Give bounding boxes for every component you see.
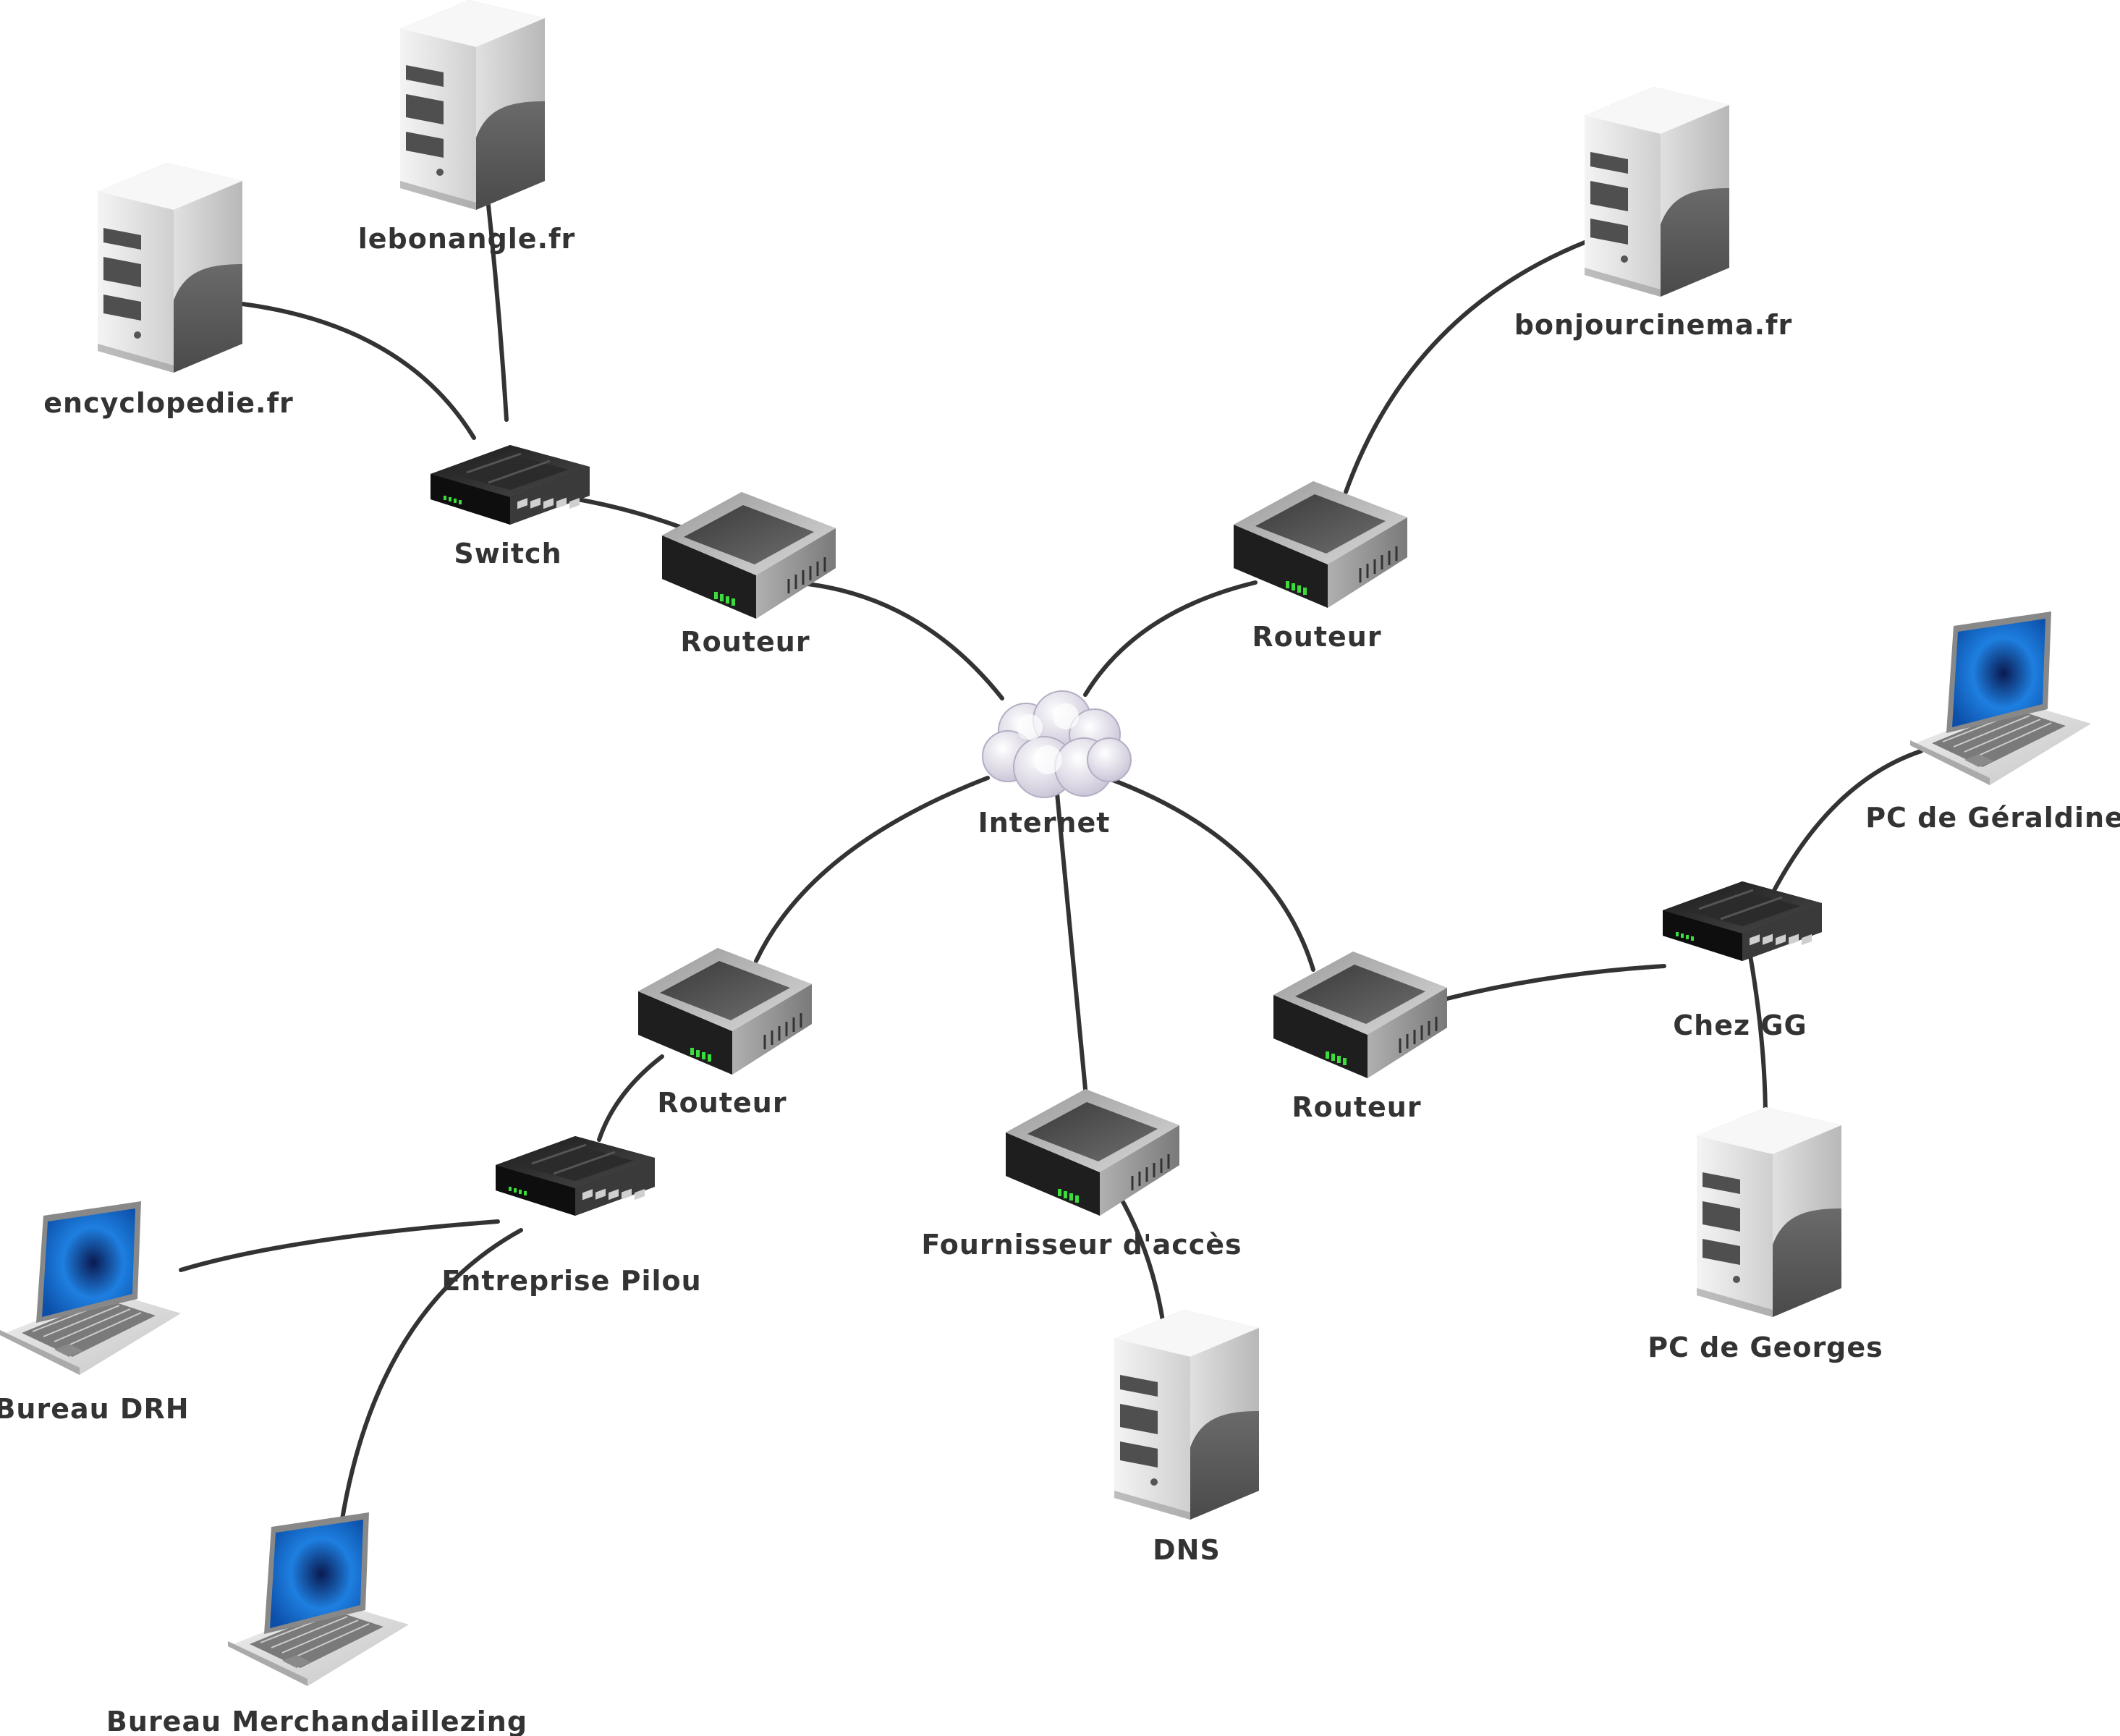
node-dns: DNS (1114, 1310, 1259, 1566)
link-internet-routeur_ne (1083, 580, 1258, 697)
node-bureaudrh: Bureau DRH (0, 1201, 190, 1425)
node-label-bureaudrh: Bureau DRH (0, 1393, 190, 1425)
node-label-merch: Bureau Merchandaillezing (106, 1706, 527, 1736)
node-routeur_sw: Routeur (637, 947, 813, 1119)
server-icon (1697, 1107, 1841, 1317)
laptop-icon (1909, 611, 2092, 786)
switch-icon (429, 444, 591, 526)
link-pilou-merch (339, 1228, 523, 1525)
link-internet-routeur_se (1105, 776, 1315, 972)
node-label-routeur_ne: Routeur (1252, 621, 1381, 653)
link-chezgg-pcgeraldine (1769, 749, 1923, 898)
node-label-encyclopedie: encyclopedie.fr (43, 387, 293, 419)
node-label-routeur_nw: Routeur (680, 626, 810, 658)
node-label-routeur_sw: Routeur (657, 1087, 786, 1119)
switch-icon (1661, 880, 1823, 962)
link-pilou-bureaudrh (179, 1219, 500, 1272)
node-label-pcgeorges: PC de Georges (1648, 1331, 1883, 1363)
server-icon (1585, 87, 1729, 297)
link-fai-dns (1112, 1185, 1167, 1337)
connections (179, 182, 1923, 1525)
link-routeur_se-chezgg (1445, 964, 1666, 1001)
link-chezgg-pcgeorges (1747, 949, 1768, 1122)
node-label-lebonangle: lebonangle.fr (358, 223, 576, 255)
router-icon (1232, 480, 1409, 609)
node-switch: Switch (429, 444, 591, 570)
node-internet: Internet (978, 690, 1132, 839)
node-label-bonjourcinema: bonjourcinema.fr (1514, 309, 1793, 341)
cloud-icon (982, 690, 1132, 798)
node-label-routeur_se: Routeur (1292, 1091, 1421, 1123)
link-internet-routeur_nw (792, 580, 1004, 700)
node-label-fai: Fournisseur d'accès (921, 1229, 1242, 1261)
switch-icon (494, 1135, 656, 1217)
laptop-icon (0, 1201, 182, 1376)
link-routeur_ne-bonjourcinema (1344, 239, 1590, 494)
node-merch: Bureau Merchandaillezing (106, 1512, 527, 1736)
laptop-icon (227, 1512, 410, 1687)
router-icon (637, 947, 813, 1076)
link-switch-encyclopedie (240, 302, 476, 440)
node-pilou: Entreprise Pilou (441, 1135, 701, 1297)
node-routeur_se: Routeur (1272, 950, 1449, 1123)
server-icon (400, 0, 545, 210)
node-routeur_ne: Routeur (1232, 480, 1409, 653)
link-switch-lebonangle (484, 182, 509, 422)
node-lebonangle: lebonangle.fr (358, 0, 576, 255)
server-icon (98, 163, 242, 373)
node-label-switch: Switch (454, 538, 561, 570)
router-icon (661, 491, 837, 620)
link-internet-fai (1053, 769, 1087, 1091)
node-chezgg: Chez GG (1661, 880, 1823, 1041)
node-label-chezgg: Chez GG (1673, 1009, 1807, 1041)
node-bonjourcinema: bonjourcinema.fr (1514, 87, 1793, 341)
server-icon (1114, 1310, 1259, 1520)
router-icon (1272, 950, 1449, 1080)
node-pcgeorges: PC de Georges (1648, 1107, 1883, 1363)
node-label-pcgeraldine: PC de Géraldine (1865, 802, 2120, 834)
node-label-pilou: Entreprise Pilou (441, 1265, 701, 1297)
node-pcgeraldine: PC de Géraldine (1865, 611, 2120, 834)
node-routeur_nw: Routeur (661, 491, 837, 658)
node-label-dns: DNS (1153, 1534, 1221, 1566)
node-label-internet: Internet (978, 807, 1111, 839)
link-routeur_sw-pilou (597, 1054, 664, 1142)
link-internet-routeur_sw (754, 776, 990, 963)
router-icon (1004, 1088, 1181, 1217)
node-fai: Fournisseur d'accès (921, 1088, 1242, 1261)
node-encyclopedie: encyclopedie.fr (43, 163, 293, 419)
